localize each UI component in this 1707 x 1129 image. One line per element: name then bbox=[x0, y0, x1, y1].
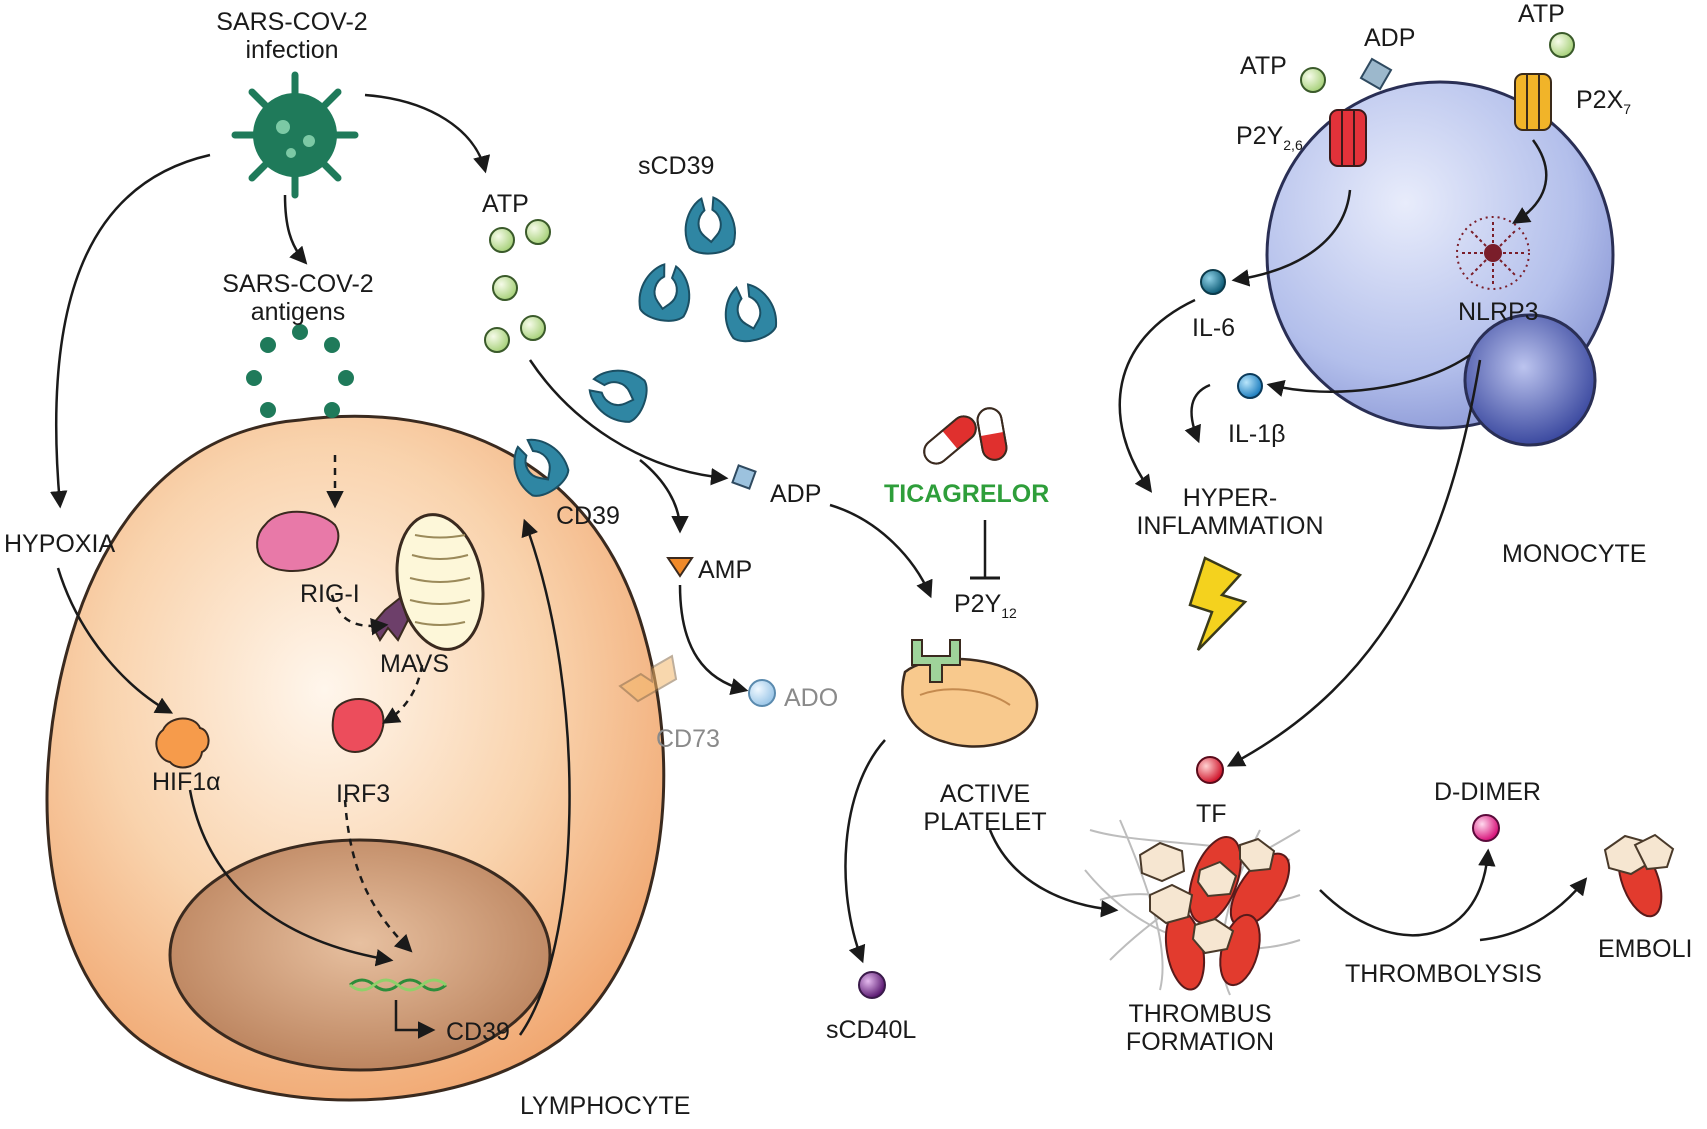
label-irf3: IRF3 bbox=[336, 780, 391, 808]
label-ado: ADO bbox=[784, 684, 839, 712]
atp-molecules bbox=[484, 219, 551, 353]
label-p2y12: P2Y12 bbox=[954, 590, 1017, 621]
il1b-icon bbox=[1237, 373, 1263, 399]
label-nlrp3: NLRP3 bbox=[1458, 298, 1539, 326]
label-il6: IL-6 bbox=[1192, 314, 1236, 342]
label-antigens-1: SARS-COV-2 bbox=[222, 270, 374, 298]
pathway-arrows bbox=[50, 93, 1588, 1036]
il6-icon bbox=[1200, 269, 1226, 295]
label-scd40l: sCD40L bbox=[826, 1016, 917, 1044]
label-scd39: sCD39 bbox=[638, 152, 715, 180]
hif1a-protein bbox=[155, 717, 210, 769]
label-p2x7: P2X7 bbox=[1576, 86, 1632, 117]
label-thrombus-2: FORMATION bbox=[1125, 1028, 1275, 1056]
label-hypoxia: HYPOXIA bbox=[4, 530, 116, 558]
label-cd39-membrane: CD39 bbox=[556, 502, 620, 530]
ticagrelor-pill-icon bbox=[923, 407, 1008, 465]
amp-icon bbox=[666, 557, 694, 578]
label-active-platelet-1: ACTIVE bbox=[939, 780, 1031, 808]
rig-i-protein bbox=[256, 510, 340, 572]
label-amp: AMP bbox=[698, 556, 753, 584]
ado-icon bbox=[748, 679, 776, 707]
label-antigens-2: antigens bbox=[250, 298, 346, 326]
p2y12-receptor-icon bbox=[911, 639, 961, 683]
label-thrombus-1: THROMBUS bbox=[1128, 1000, 1272, 1028]
label-cd39-gene: CD39 bbox=[446, 1018, 510, 1046]
label-active-platelet-2: PLATELET bbox=[923, 808, 1047, 836]
atp-top-right-icon bbox=[1549, 32, 1575, 58]
label-d-dimer: D-DIMER bbox=[1434, 778, 1541, 806]
label-hyper-2: INFLAMMATION bbox=[1136, 512, 1324, 540]
adp-icon bbox=[731, 464, 757, 490]
label-infection-2: infection bbox=[245, 36, 339, 64]
dna-helix-icon bbox=[349, 978, 447, 992]
label-cd73: CD73 bbox=[656, 725, 720, 753]
d-dimer-icon bbox=[1472, 814, 1500, 842]
label-il1b: IL-1β bbox=[1228, 420, 1286, 448]
label-tf: TF bbox=[1196, 800, 1227, 828]
p2y26-receptor-icon bbox=[1329, 109, 1367, 167]
monocyte-cell bbox=[1265, 80, 1615, 447]
emboli-icon bbox=[1603, 833, 1675, 918]
transcription-arrow bbox=[394, 1000, 436, 1039]
label-p2y26: P2Y2,6 bbox=[1236, 122, 1303, 153]
label-rig-i: RIG-I bbox=[300, 580, 360, 608]
scd40l-icon bbox=[858, 971, 886, 999]
adp-top-icon bbox=[1359, 57, 1393, 91]
label-adp-top: ADP bbox=[1364, 24, 1416, 52]
label-adp-mid: ADP bbox=[770, 480, 822, 508]
nlrp3-inflammasome-icon bbox=[1456, 216, 1530, 290]
atp-top-left-icon bbox=[1300, 67, 1326, 93]
virus-infection-icon bbox=[231, 71, 359, 199]
label-mavs: MAVS bbox=[380, 650, 449, 678]
active-platelet-icon bbox=[901, 639, 1039, 748]
thrombus-icon bbox=[1084, 819, 1301, 996]
label-hyper-1: HYPER- bbox=[1182, 484, 1278, 512]
lymphocyte-cell bbox=[45, 414, 666, 1102]
cd73-icon bbox=[618, 654, 678, 703]
label-atp-top-right: ATP bbox=[1518, 0, 1565, 28]
label-hif1a: HIF1α bbox=[152, 768, 221, 796]
label-atp-left: ATP bbox=[482, 190, 529, 218]
monocyte-nucleus bbox=[1463, 313, 1597, 447]
label-monocyte: MONOCYTE bbox=[1502, 540, 1647, 568]
irf3-protein bbox=[331, 698, 385, 754]
virus-antigens-icon bbox=[246, 324, 354, 418]
mitochondrion-icon bbox=[395, 513, 485, 651]
label-infection-1: SARS-COV-2 bbox=[216, 8, 368, 36]
label-thrombolysis: THROMBOLYSIS bbox=[1345, 960, 1542, 988]
label-lymphocyte: LYMPHOCYTE bbox=[520, 1092, 691, 1120]
lightning-icon bbox=[1188, 556, 1248, 651]
scd39-molecules bbox=[582, 194, 782, 428]
label-atp-top-left: ATP bbox=[1240, 52, 1287, 80]
label-ticagrelor: TICAGRELOR bbox=[884, 480, 1050, 508]
tf-icon bbox=[1196, 756, 1224, 784]
p2x7-receptor-icon bbox=[1514, 73, 1552, 131]
label-emboli: EMBOLI bbox=[1598, 935, 1693, 963]
